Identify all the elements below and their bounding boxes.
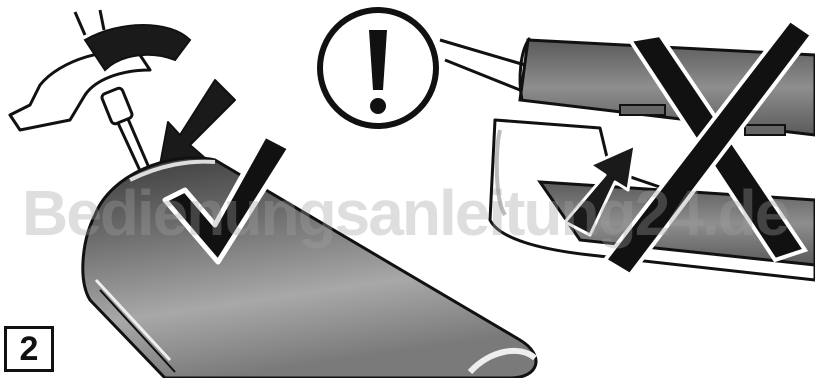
step-number-badge: 2 [4,326,54,372]
tool [101,87,150,175]
step-number: 2 [20,330,39,369]
exclamation-icon [320,10,436,126]
cover-correct [83,158,536,378]
tape-strip [10,10,190,130]
arrow-icon [160,80,235,165]
